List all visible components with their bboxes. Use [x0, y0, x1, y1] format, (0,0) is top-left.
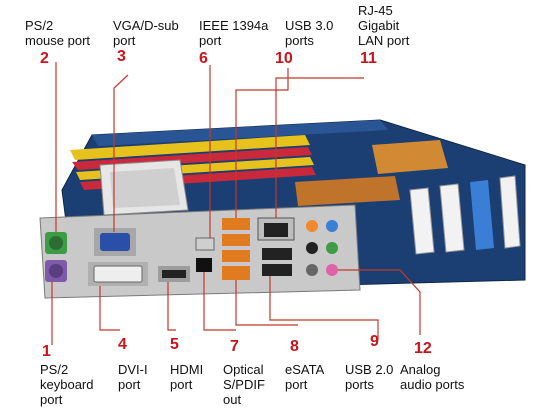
callout-line-12 — [338, 269, 421, 335]
callout-number-4: 4 — [118, 336, 127, 353]
cpu-socket — [99, 159, 189, 216]
lan-usb2-stack — [257, 217, 295, 276]
hdmi-port — [158, 266, 190, 282]
callout-number-7: 7 — [230, 338, 239, 355]
callout-number-11: 11 — [360, 50, 377, 67]
callout-number-3: 3 — [117, 48, 126, 65]
callout-number-9: 9 — [370, 333, 379, 350]
callout-number-2: 2 — [40, 50, 49, 67]
callout-number-8: 8 — [290, 338, 299, 355]
callout-line-8 — [235, 280, 298, 326]
callout-line-10 — [235, 68, 289, 218]
usb3-esata-stack — [222, 218, 250, 280]
callout-number-1: 1 — [42, 343, 51, 360]
callout-line-3 — [113, 74, 129, 232]
optical-spdif-port — [196, 258, 212, 272]
vga-port — [94, 228, 136, 256]
callout-number-6: 6 — [199, 50, 208, 67]
callout-number-5: 5 — [170, 336, 179, 353]
callout-line-4 — [99, 286, 120, 331]
callout-line-11 — [275, 77, 364, 218]
callout-lines — [51, 62, 421, 345]
pcb-back-edge — [92, 120, 388, 146]
callout-line-5 — [167, 282, 176, 331]
ieee1394-port — [195, 237, 215, 251]
callout-line-9 — [269, 276, 379, 340]
dvi-port — [88, 262, 148, 286]
chipset-heatsink — [295, 140, 448, 206]
callout-line-7 — [203, 272, 236, 331]
callout-number-10: 10 — [275, 50, 293, 67]
ps2-ports — [45, 232, 67, 282]
audio-jacks — [306, 220, 338, 276]
callout-number-12: 12 — [414, 340, 432, 357]
expansion-slots — [409, 175, 521, 255]
